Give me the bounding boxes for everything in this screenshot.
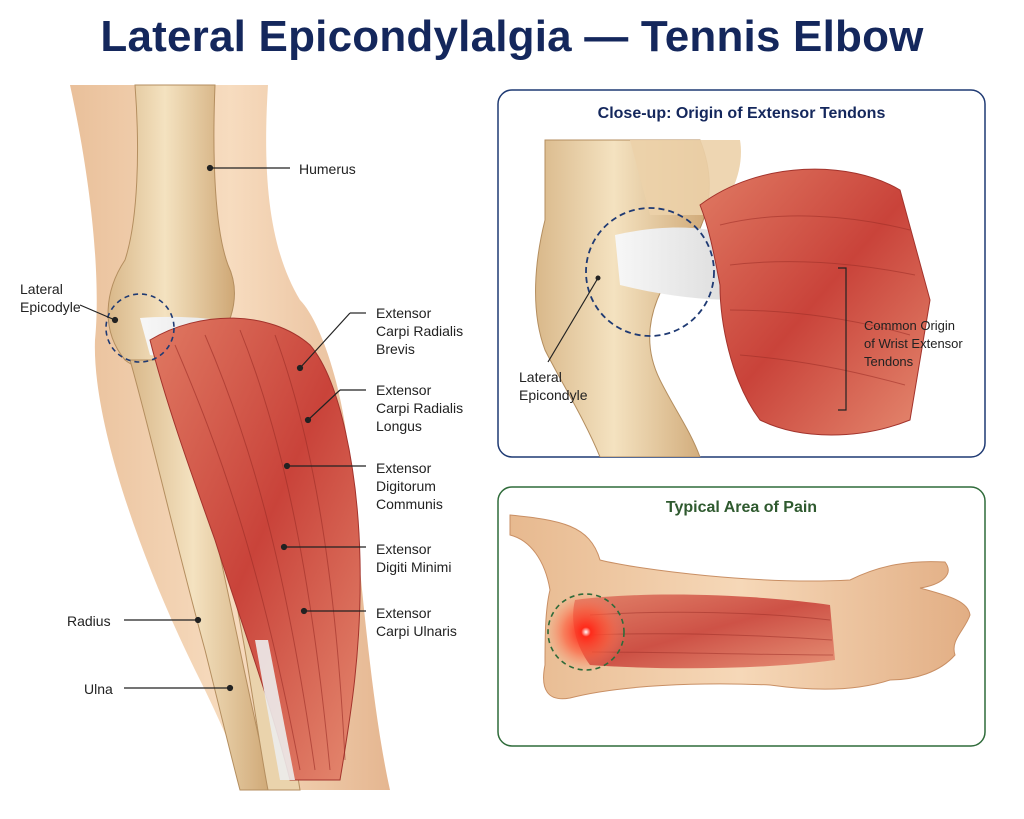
lateral-epicondyle-circle (105, 293, 175, 363)
label-ecrl: Extensor Carpi Radialis Longus (376, 382, 464, 434)
pain-hotspot (546, 592, 626, 672)
pain-illustration (509, 514, 971, 700)
page-title: Lateral Epicondylalgia — Tennis Elbow (100, 12, 924, 61)
label-humerus: Humerus (299, 161, 356, 177)
main-arm-illustration (70, 84, 390, 791)
label-ecu: Extensor Carpi Ulnaris (376, 605, 457, 639)
closeup-illustration (535, 139, 931, 457)
closeup-muscle (699, 168, 931, 436)
extensor-muscle-group (149, 317, 361, 781)
label-radius: Radius (67, 613, 111, 629)
pain-title: Typical Area of Pain (665, 499, 818, 516)
label-edm: Extensor Digiti Minimi (376, 541, 452, 575)
pain-area-circle (547, 593, 625, 671)
closeup-tendons (615, 227, 735, 300)
label-ulna: Ulna (84, 681, 113, 697)
label-lateral-epicondyle: Lateral Epicodyle (20, 281, 81, 315)
closeup-label-lateral-epicondyle: Lateral Epicondyle (519, 369, 588, 403)
closeup-title: Close-up: Origin of Extensor Tendons (597, 105, 886, 122)
label-edc: Extensor Digitorum Communis (376, 460, 443, 512)
closeup-epicondyle-circle (585, 207, 715, 337)
common-origin-bracket (838, 267, 847, 411)
closeup-label-common-origin: Common Origin of Wrist Extensor Tendons (864, 318, 963, 369)
label-ecrb: Extensor Carpi Radialis Brevis (376, 305, 464, 357)
main-leader-lines (79, 164, 366, 692)
